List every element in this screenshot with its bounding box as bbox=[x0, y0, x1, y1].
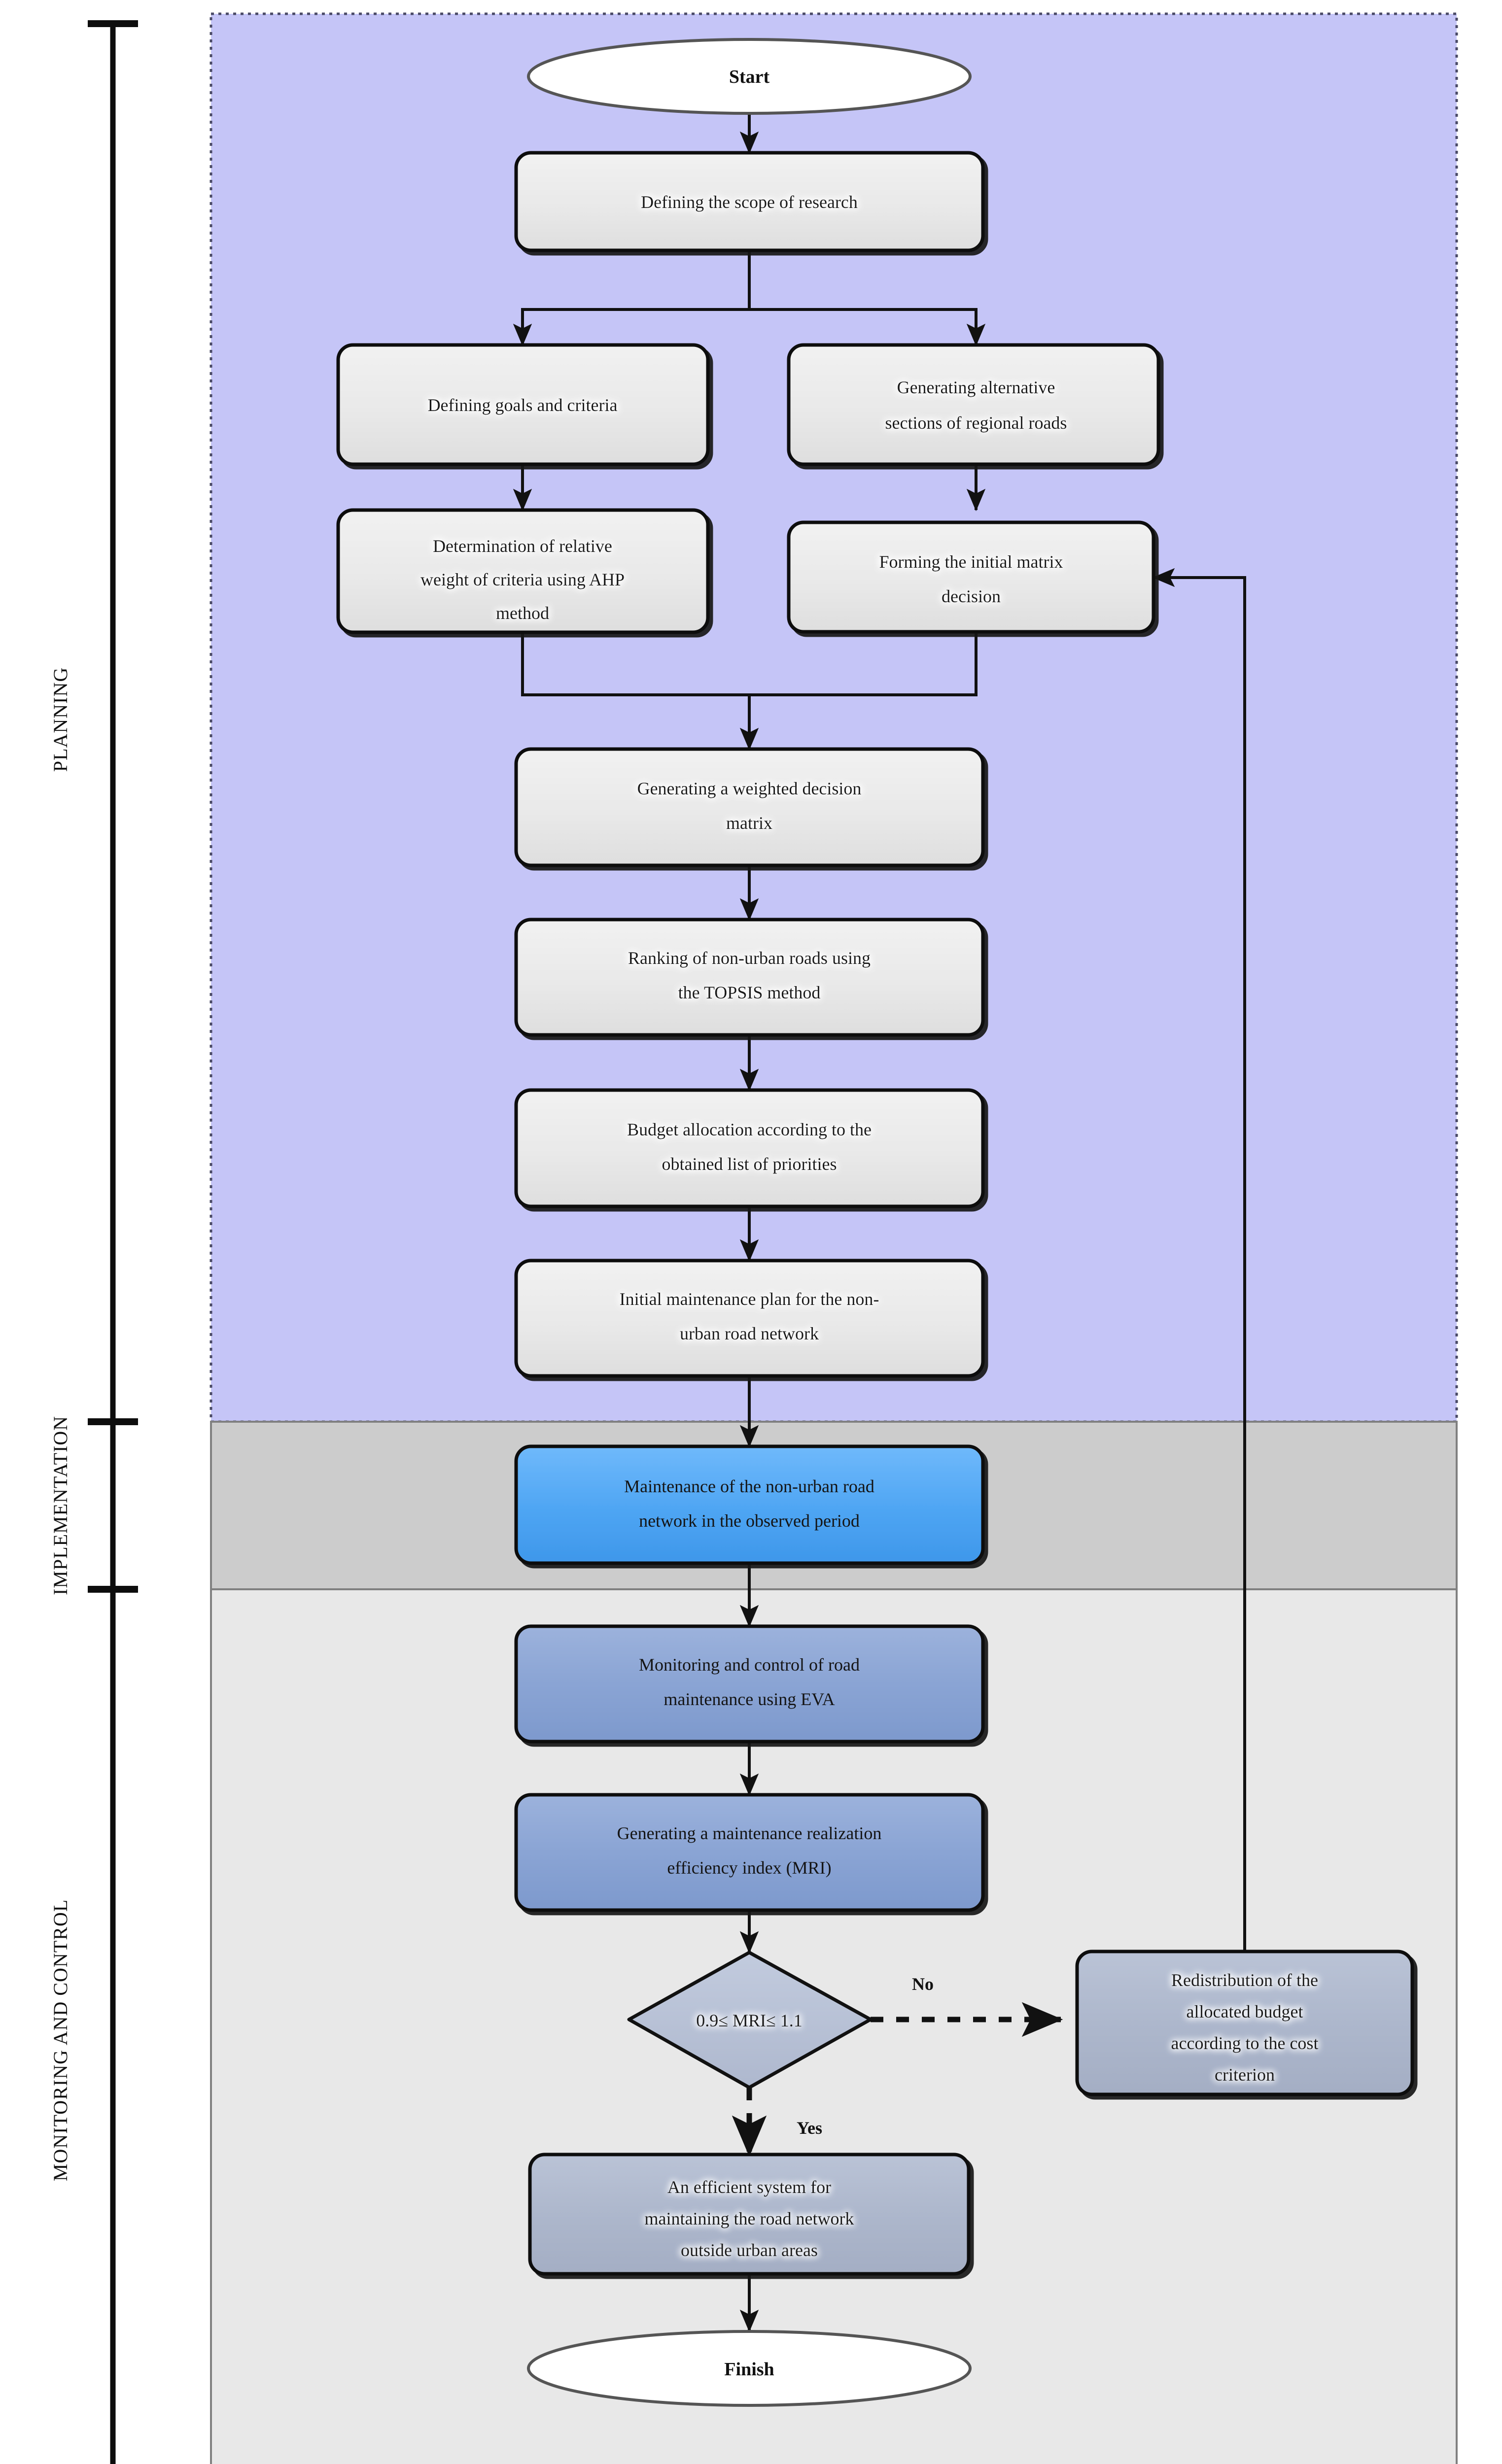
band-label-implementation-text: IMPLEMENTATION bbox=[49, 1416, 71, 1595]
edge-label-yes: Yes bbox=[797, 2118, 822, 2138]
node-decision[interactable]: 0.9≤ MRI≤ 1.1 bbox=[627, 1951, 873, 2089]
node-mri-line-0: Generating a maintenance realization bbox=[617, 1823, 882, 1843]
node-redistribute-line-3: criterion bbox=[1215, 2065, 1275, 2085]
edges bbox=[513, 113, 1246, 2332]
edge-redistribute-matrix bbox=[1152, 568, 1246, 1985]
node-finish[interactable]: Finish bbox=[527, 2330, 972, 2407]
node-matrix[interactable]: Forming the initial matrix decision bbox=[787, 520, 1155, 634]
node-weighted-line-1: matrix bbox=[726, 813, 772, 833]
node-maintenance-line-1: network in the observed period bbox=[639, 1511, 860, 1531]
edge-split-alternatives bbox=[749, 308, 986, 346]
node-maintenance-line-0: Maintenance of the non-urban road bbox=[624, 1476, 874, 1496]
band-label-monitoring: MONITORING AND CONTROL bbox=[49, 1899, 71, 2181]
node-eva[interactable]: Monitoring and control of road maintenan… bbox=[514, 1624, 985, 1744]
band-label-monitoring-text: MONITORING AND CONTROL bbox=[49, 1899, 71, 2181]
node-efficient-line-2: outside urban areas bbox=[681, 2240, 818, 2260]
node-alternatives-line-0: Generating alternative bbox=[897, 377, 1055, 397]
node-efficient-line-1: maintaining the road network bbox=[645, 2209, 854, 2228]
node-mri-line-1: efficiency index (MRI) bbox=[667, 1858, 831, 1878]
node-goals[interactable]: Defining goals and criteria bbox=[336, 343, 710, 466]
node-weighted[interactable]: Generating a weighted decision matrix bbox=[514, 747, 985, 867]
node-eva-line-1: maintenance using EVA bbox=[664, 1689, 835, 1709]
node-redistribute-line-0: Redistribution of the bbox=[1171, 1970, 1318, 1990]
node-budget[interactable]: Budget allocation according to the obtai… bbox=[514, 1088, 985, 1208]
node-start[interactable]: Start bbox=[527, 38, 972, 115]
node-alternatives-line-1: sections of regional roads bbox=[885, 413, 1067, 433]
edge-matrix-merge bbox=[749, 632, 978, 696]
node-topsis-line-1: the TOPSIS method bbox=[678, 983, 821, 1002]
node-ahp-line-0: Determination of relative bbox=[433, 536, 612, 556]
edge-split-goals bbox=[513, 308, 749, 346]
node-plan[interactable]: Initial maintenance plan for the non- ur… bbox=[514, 1259, 985, 1378]
node-weighted-line-0: Generating a weighted decision bbox=[637, 779, 862, 798]
node-redistribute-line-1: allocated budget bbox=[1187, 2002, 1303, 2021]
band-label-planning-text: PLANNING bbox=[49, 667, 71, 772]
node-redistribute[interactable]: Redistribution of the allocated budget a… bbox=[1075, 1950, 1414, 2096]
node-ahp-line-2: method bbox=[496, 603, 549, 623]
node-start-label: Start bbox=[729, 67, 770, 87]
phase-bracket bbox=[88, 20, 138, 2464]
node-efficient-line-0: An efficient system for bbox=[667, 2177, 831, 2197]
node-finish-label: Finish bbox=[724, 2359, 774, 2380]
node-redistribute-line-2: according to the cost bbox=[1171, 2033, 1319, 2053]
node-topsis-line-0: Ranking of non-urban roads using bbox=[628, 948, 871, 968]
node-topsis[interactable]: Ranking of non-urban roads using the TOP… bbox=[514, 918, 985, 1037]
node-matrix-line-1: decision bbox=[942, 586, 1001, 606]
node-alternatives[interactable]: Generating alternative sections of regio… bbox=[787, 343, 1160, 466]
band-label-implementation: IMPLEMENTATION bbox=[49, 1416, 71, 1595]
node-efficient[interactable]: An efficient system for maintaining the … bbox=[528, 2153, 971, 2276]
band-label-planning: PLANNING bbox=[49, 667, 71, 772]
edge-ahp-merge bbox=[521, 632, 749, 696]
node-budget-line-1: obtained list of priorities bbox=[662, 1154, 837, 1174]
node-eva-line-0: Monitoring and control of road bbox=[639, 1655, 860, 1675]
node-mri[interactable]: Generating a maintenance realization eff… bbox=[514, 1793, 985, 1912]
node-ahp[interactable]: Determination of relative weight of crit… bbox=[336, 508, 710, 634]
edge-label-no: No bbox=[912, 1974, 934, 1994]
node-scope[interactable]: Defining the scope of research bbox=[514, 151, 985, 252]
node-ahp-line-1: weight of criteria using AHP bbox=[420, 570, 625, 589]
node-budget-line-0: Budget allocation according to the bbox=[627, 1120, 872, 1139]
node-decision-label: 0.9≤ MRI≤ 1.1 bbox=[696, 2011, 803, 2030]
node-plan-line-0: Initial maintenance plan for the non- bbox=[620, 1289, 879, 1309]
node-plan-line-1: urban road network bbox=[680, 1324, 819, 1343]
node-scope-line-0: Defining the scope of research bbox=[641, 192, 858, 212]
node-matrix-line-0: Forming the initial matrix bbox=[879, 552, 1063, 572]
node-goals-line-0: Defining goals and criteria bbox=[428, 395, 618, 415]
node-maintenance[interactable]: Maintenance of the non-urban road networ… bbox=[514, 1444, 985, 1565]
